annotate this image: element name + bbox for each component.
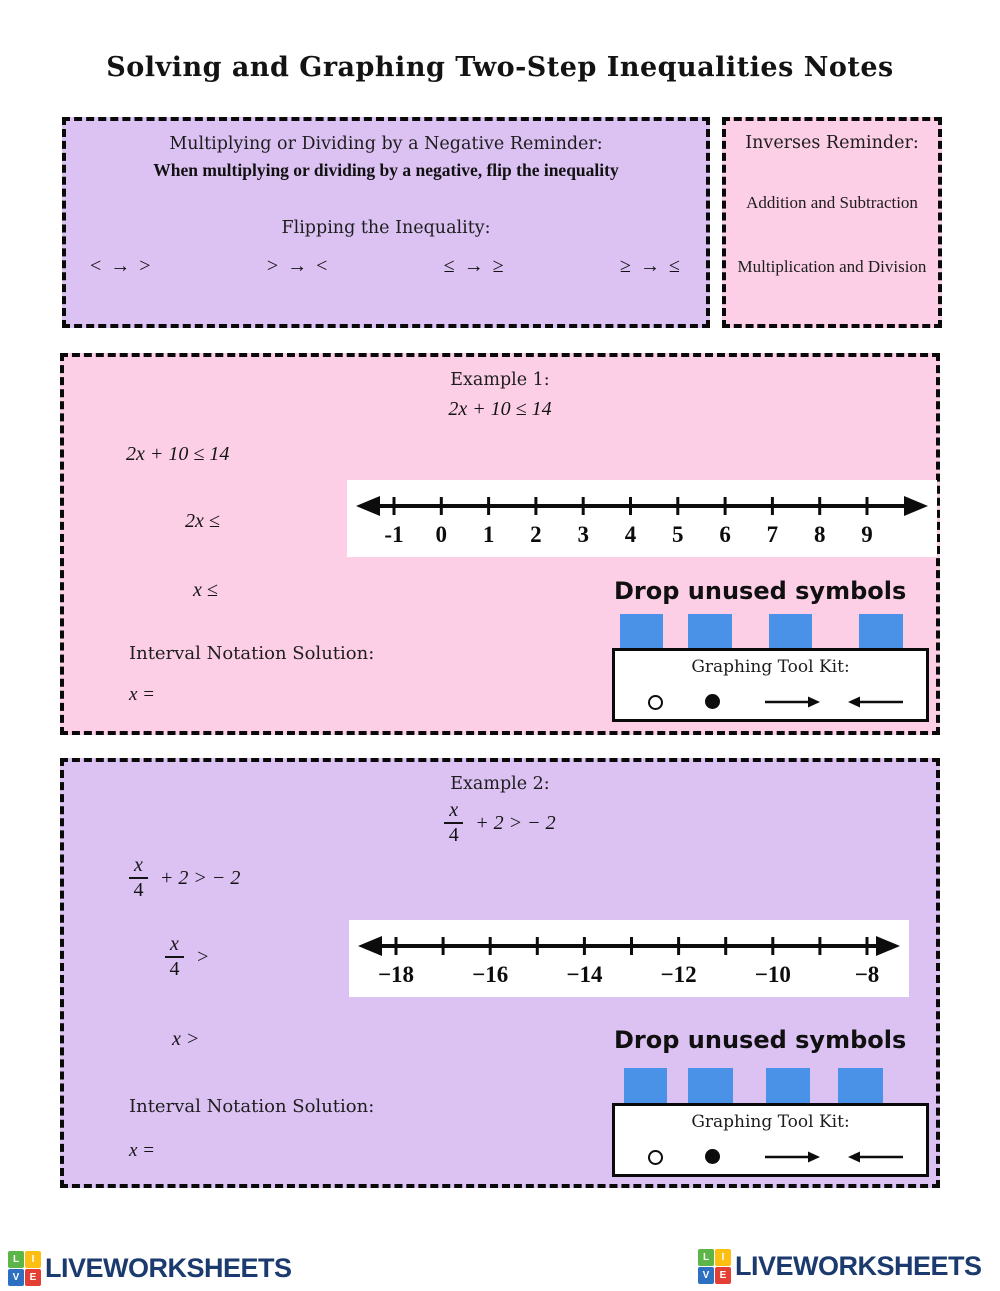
flipping-inequality-title: Flipping the Inequality:: [281, 218, 491, 238]
logo-tile-l: L: [698, 1249, 714, 1266]
fraction-denominator: 4: [169, 958, 180, 980]
inverses-reminder-box: Inverses Reminder: Addition and Subtract…: [722, 117, 942, 328]
ray-right-symbol[interactable]: [763, 1149, 821, 1165]
svg-text:7: 7: [767, 522, 779, 547]
negative-reminder-rule: When multiplying or dividing by a negati…: [153, 160, 619, 180]
logo-tile-v: V: [698, 1267, 714, 1284]
example1-step1: 2x + 10 ≤ 14: [126, 443, 230, 465]
example2-graphing-toolkit: Graphing Tool Kit:: [612, 1103, 929, 1177]
step1-rest: + 2 > − 2: [154, 866, 241, 889]
svg-text:−14: −14: [566, 962, 603, 987]
svg-text:2: 2: [530, 522, 542, 547]
flip-pair-lt: < → >: [90, 255, 153, 277]
drop-zone[interactable]: [688, 614, 732, 648]
svg-text:9: 9: [861, 522, 873, 547]
inverses-item-add-subtract: Addition and Subtraction: [746, 193, 918, 212]
fraction-denominator: 4: [133, 879, 144, 901]
negative-reminder-box: Multiplying or Dividing by a Negative Re…: [62, 117, 710, 328]
liveworksheets-wordmark: LIVEWORKSHEETS: [45, 1253, 292, 1283]
logo-tile-e: E: [25, 1269, 41, 1286]
open-circle-symbol[interactable]: [648, 1150, 663, 1165]
drop-zone[interactable]: [859, 614, 903, 648]
negative-reminder-title: Multiplying or Dividing by a Negative Re…: [169, 134, 603, 154]
svg-text:8: 8: [814, 522, 826, 547]
fraction-numerator: x: [129, 855, 148, 879]
logo-tile-i: I: [715, 1249, 731, 1266]
svg-text:0: 0: [436, 522, 448, 547]
ray-right-symbol[interactable]: [763, 694, 821, 710]
liveworksheets-logo: L I V E LIVEWORKSHEETS: [698, 1249, 982, 1284]
drop-zone[interactable]: [766, 1068, 810, 1103]
example2-answer-prefix: x =: [129, 1140, 156, 1161]
flip-pair-le: ≤ → ≥: [443, 255, 506, 277]
number-line-svg: −18 −16 −14 −12 −10 −8: [358, 936, 900, 987]
svg-text:6: 6: [719, 522, 731, 547]
drop-zone[interactable]: [838, 1068, 883, 1103]
svg-text:−18: −18: [378, 962, 414, 987]
inverses-item-multiply-divide: Multiplication and Division: [737, 257, 927, 276]
page-title: Solving and Graphing Two-Step Inequaliti…: [106, 52, 894, 83]
logo-tile-i: I: [25, 1251, 41, 1268]
flip-pair-gt: > → <: [266, 255, 330, 277]
liveworksheets-tiles-icon: L I V E: [8, 1251, 41, 1286]
example1-step2: 2x ≤: [185, 510, 220, 532]
ray-left-symbol[interactable]: [847, 694, 905, 710]
example2-interval-notation-label: Interval Notation Solution:: [129, 1096, 375, 1117]
liveworksheets-logo: L I V E LIVEWORKSHEETS: [8, 1251, 292, 1286]
svg-text:5: 5: [672, 522, 684, 547]
drop-zone[interactable]: [769, 614, 812, 648]
example1-interval-notation-label: Interval Notation Solution:: [129, 643, 375, 664]
example2-step3: x >: [172, 1028, 200, 1050]
problem-rest: + 2 > − 2: [470, 811, 556, 834]
svg-text:−12: −12: [661, 962, 697, 987]
example2-label: Example 2:: [450, 774, 550, 794]
example1-number-line[interactable]: -1 0 1 2 3 4 5 6 7 8 9: [347, 480, 937, 557]
liveworksheets-tiles-icon: L I V E: [698, 1249, 731, 1284]
step2-rest: >: [190, 945, 210, 968]
graphing-toolkit-title: Graphing Tool Kit:: [691, 657, 850, 677]
flip-pair-ge: ≥ → ≤: [620, 255, 682, 277]
drop-zone[interactable]: [624, 1068, 667, 1103]
closed-circle-symbol[interactable]: [705, 694, 720, 709]
example1-step3: x ≤: [193, 579, 218, 601]
example1-answer-prefix: x =: [129, 684, 156, 705]
drop-zone[interactable]: [620, 614, 663, 648]
fraction-numerator: x: [165, 934, 184, 958]
number-line-svg: -1 0 1 2 3 4 5 6 7 8 9: [356, 496, 928, 547]
inverses-reminder-title: Inverses Reminder:: [745, 133, 919, 153]
liveworksheets-wordmark: LIVEWORKSHEETS: [735, 1251, 982, 1281]
logo-tile-e: E: [715, 1267, 731, 1284]
svg-text:−16: −16: [472, 962, 508, 987]
closed-circle-symbol[interactable]: [705, 1149, 720, 1164]
example1-box: Example 1: 2x + 10 ≤ 14 2x + 10 ≤ 14 -1 0…: [60, 353, 940, 735]
fraction-denominator: 4: [448, 824, 459, 846]
example1-graphing-toolkit: Graphing Tool Kit:: [612, 648, 929, 722]
example2-drop-unused-label: Drop unused symbols: [614, 1026, 907, 1054]
ray-left-symbol[interactable]: [847, 1149, 905, 1165]
example2-number-line[interactable]: −18 −16 −14 −12 −10 −8: [349, 920, 909, 997]
example1-drop-unused-label: Drop unused symbols: [614, 577, 907, 605]
open-circle-symbol[interactable]: [648, 695, 663, 710]
svg-text:−8: −8: [855, 962, 880, 987]
svg-text:3: 3: [577, 522, 589, 547]
example1-label: Example 1:: [450, 370, 550, 390]
svg-text:-1: -1: [384, 522, 403, 547]
logo-tile-v: V: [8, 1269, 24, 1286]
flip-pairs-row: < → > > → < ≤ → ≥ ≥ → ≤: [66, 255, 706, 278]
svg-text:−10: −10: [755, 962, 791, 987]
example1-problem: 2x + 10 ≤ 14: [448, 398, 552, 420]
drop-zone[interactable]: [688, 1068, 733, 1103]
logo-tile-l: L: [8, 1251, 24, 1268]
graphing-toolkit-title: Graphing Tool Kit:: [691, 1112, 850, 1132]
svg-text:1: 1: [483, 522, 495, 547]
svg-text:4: 4: [625, 522, 637, 547]
fraction-numerator: x: [444, 800, 464, 824]
